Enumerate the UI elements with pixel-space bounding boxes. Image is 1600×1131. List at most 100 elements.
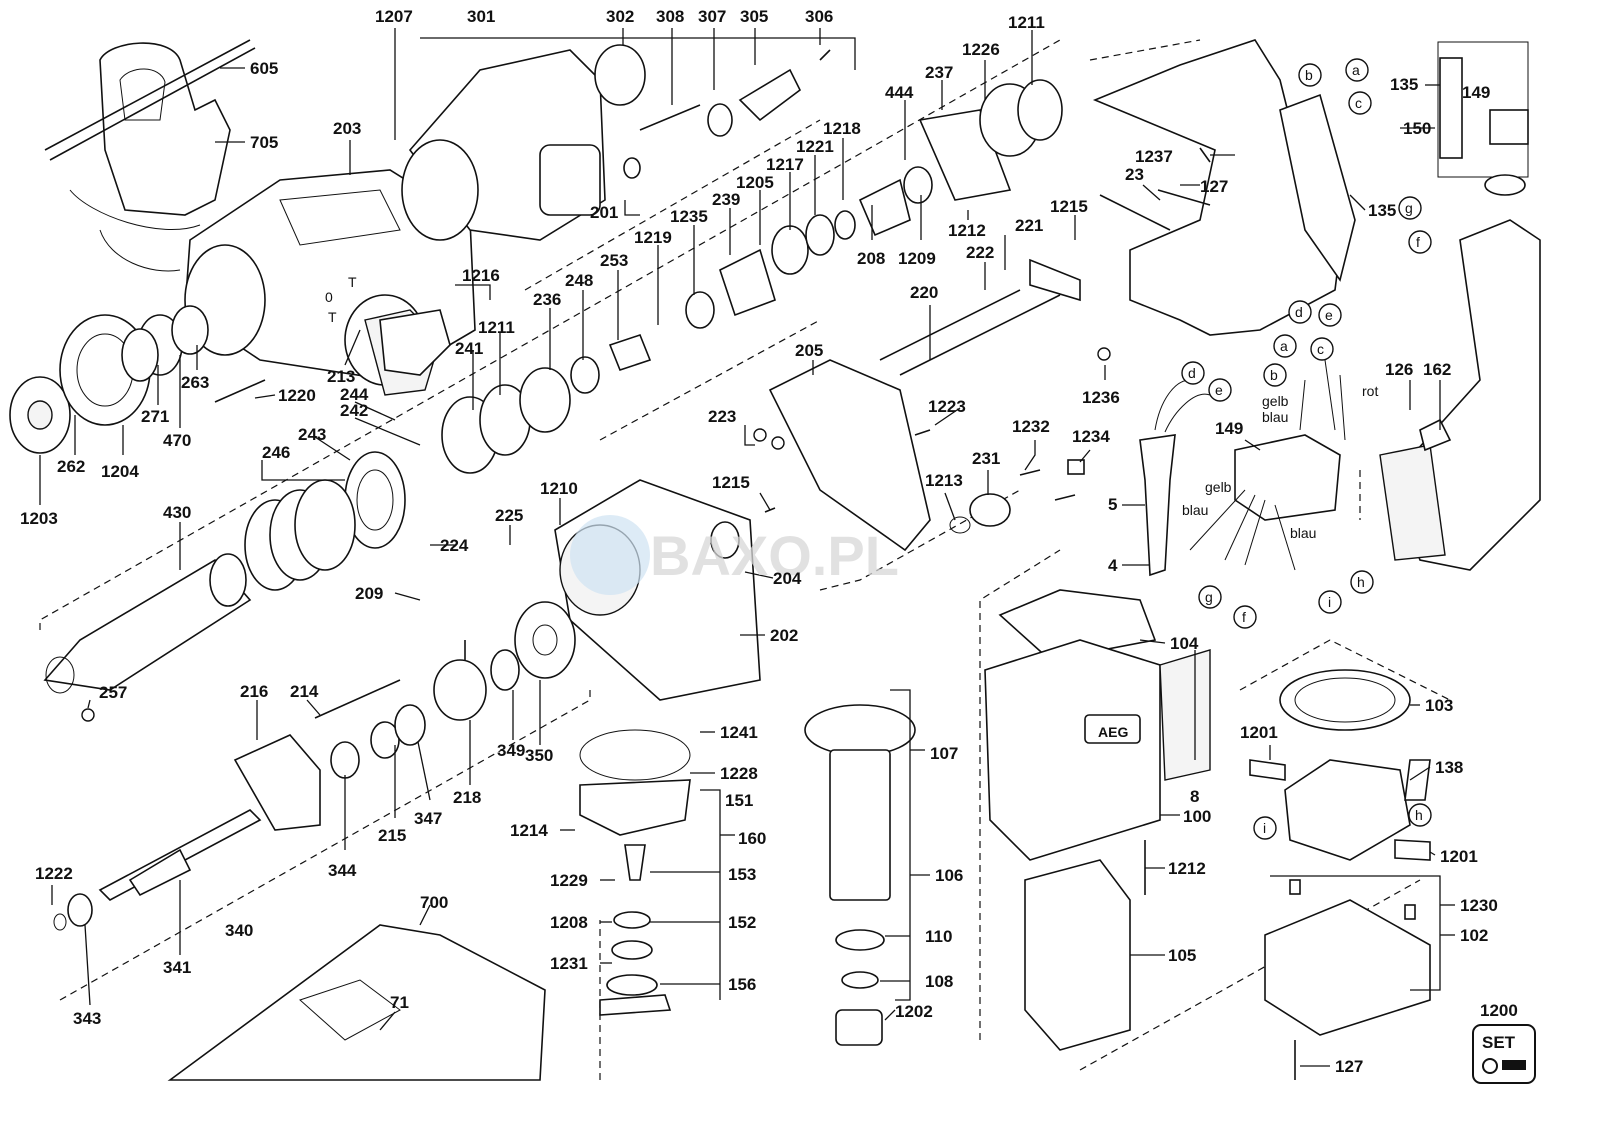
marker-e-top: e [1325,307,1333,323]
part-label-243: 243 [298,425,326,444]
wire-color-blau-right: blau [1290,525,1316,541]
part-label-248: 248 [565,271,593,290]
part-label-149-module: 149 [1462,83,1490,102]
part-label-1201-lower: 1201 [1440,847,1478,866]
part-label-263: 263 [181,373,209,392]
marker-h-brush: h [1415,807,1423,823]
part-label-220: 220 [910,283,938,302]
selector-mark-o: 0 [325,289,333,305]
part-label-223: 223 [708,407,736,426]
part-label-1216: 1216 [462,266,500,285]
part-label-126: 126 [1385,360,1413,379]
part-label-271: 271 [141,407,169,426]
marker-a-switch: a [1280,338,1288,354]
part-label-1229: 1229 [550,871,588,890]
part-label-222: 222 [966,243,994,262]
part-label-344: 344 [328,861,357,880]
marker-f-lower: f [1242,609,1246,625]
part-label-1218: 1218 [823,119,861,138]
set-badge: SET [1472,1024,1536,1084]
set-badge-text: SET [1482,1033,1516,1052]
wire-color-blau-lower: blau [1182,502,1208,518]
part-label-8: 8 [1190,787,1199,806]
marker-f-top: f [1416,234,1420,250]
part-label-1232: 1232 [1012,417,1050,436]
marker-g-lower: g [1205,589,1213,605]
part-label-605: 605 [250,59,278,78]
wire-color-rot: rot [1362,383,1378,399]
part-label-1235: 1235 [670,207,708,226]
part-label-4: 4 [1108,556,1118,575]
part-label-306: 306 [805,7,833,26]
wire-color-blau-upper: blau [1262,409,1288,425]
part-label-1210: 1210 [540,479,578,498]
part-label-203: 203 [333,119,361,138]
part-label-350: 350 [525,746,553,765]
part-label-237: 237 [925,63,953,82]
part-label-231: 231 [972,449,1000,468]
part-label-340: 340 [225,921,253,940]
marker-i-lower: i [1328,594,1331,610]
part-label-444: 444 [885,83,914,102]
part-label-151: 151 [725,791,753,810]
part-label-1215-lower: 1215 [712,473,750,492]
part-label-202: 202 [770,626,798,645]
part-label-1215-upper: 1215 [1050,197,1088,216]
part-label-216: 216 [240,682,268,701]
part-label-1222: 1222 [35,864,73,883]
part-label-152: 152 [728,913,756,932]
part-label-224: 224 [440,536,469,555]
part-label-201: 201 [590,203,618,222]
part-label-1241: 1241 [720,723,758,742]
part-label-153: 153 [728,865,756,884]
part-label-308: 308 [656,7,684,26]
wire-color-gelb-lower: gelb [1205,479,1232,495]
part-label-221: 221 [1015,216,1043,235]
part-label-1223: 1223 [928,397,966,416]
leader-lines [39,28,1455,1067]
part-label-302: 302 [606,7,634,26]
part-label-103: 103 [1425,696,1453,715]
marker-i-brush: i [1263,820,1266,836]
part-label-1236: 1236 [1082,388,1120,407]
wire-color-labels: rot gelb blau gelb blau blau [1182,383,1378,541]
part-label-257: 257 [99,683,127,702]
part-label-5: 5 [1108,495,1117,514]
part-label-209: 209 [355,584,383,603]
marker-c-switch: c [1317,341,1324,357]
part-label-1202: 1202 [895,1002,933,1021]
brand-logo: AEG [1098,724,1128,740]
part-label-239: 239 [712,190,740,209]
part-label-253: 253 [600,251,628,270]
wire-color-gelb-upper: gelb [1262,393,1289,409]
part-label-1217: 1217 [766,155,804,174]
part-label-71: 71 [390,993,409,1012]
part-label-1214: 1214 [510,821,548,840]
part-label-204: 204 [773,569,802,588]
marker-a-top: a [1352,62,1360,78]
part-label-1208: 1208 [550,913,588,932]
part-label-106: 106 [935,866,963,885]
part-label-1211-top: 1211 [1008,13,1045,32]
part-label-305: 305 [740,7,768,26]
part-label-241: 241 [455,339,483,358]
part-label-705: 705 [250,133,278,152]
watermark: BAXO.PL [570,515,899,595]
watermark-text: BAXO.PL [650,524,899,587]
part-label-242: 242 [340,401,368,420]
part-label-214: 214 [290,682,319,701]
part-label-205: 205 [795,341,823,360]
part-label-700: 700 [420,893,448,912]
part-label-108: 108 [925,972,953,991]
part-label-347: 347 [414,809,442,828]
part-label-1200: 1200 [1480,1001,1518,1020]
part-label-1201-upper: 1201 [1240,723,1278,742]
part-label-307: 307 [698,7,726,26]
part-label-1213: 1213 [925,471,963,490]
part-label-127-base: 127 [1335,1057,1363,1076]
part-label-160: 160 [738,829,766,848]
part-label-1212-lower: 1212 [1168,859,1206,878]
part-label-104: 104 [1170,634,1199,653]
part-label-105: 105 [1168,946,1196,965]
